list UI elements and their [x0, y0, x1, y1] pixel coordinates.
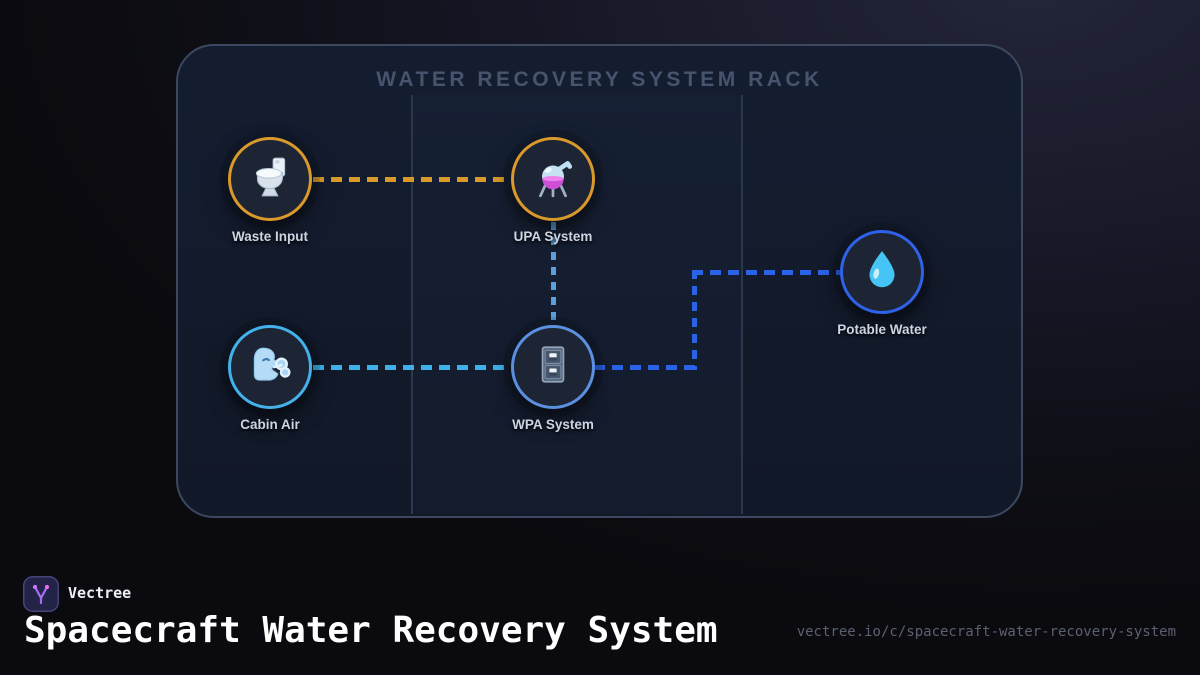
- edge-cabin-air-to-wpa: [313, 365, 511, 370]
- page-title: Spacecraft Water Recovery System: [24, 610, 718, 651]
- node-waste-input[interactable]: [228, 137, 312, 221]
- brand-name: Vectree: [68, 584, 132, 602]
- node-label-cabin-air: Cabin Air: [240, 417, 300, 432]
- rack-title: WATER RECOVERY SYSTEM RACK: [376, 68, 823, 91]
- node-label-potable-water: Potable Water: [837, 322, 927, 337]
- droplet-icon: [859, 247, 905, 298]
- edge-wpa-to-potable-segment-1: [594, 365, 697, 370]
- page-url-link[interactable]: vectree.io/c/spacecraft-water-recovery-s…: [796, 624, 1176, 640]
- alembic-icon: [530, 154, 576, 205]
- node-upa-system[interactable]: [511, 137, 595, 221]
- node-label-wpa-system: WPA System: [512, 417, 594, 432]
- node-wpa-system[interactable]: [511, 325, 595, 409]
- node-label-upa-system: UPA System: [513, 229, 593, 244]
- vectree-logo-icon: [23, 576, 59, 612]
- file-cabinet-icon: [530, 342, 576, 393]
- wind-face-icon: [247, 342, 293, 393]
- edge-waste-input-to-upa: [313, 177, 511, 182]
- node-cabin-air[interactable]: [228, 325, 312, 409]
- rack-divider-right: [741, 95, 743, 514]
- edge-wpa-to-potable-segment-2: [692, 270, 697, 370]
- node-label-waste-input: Waste Input: [232, 229, 308, 244]
- edge-wpa-to-potable-segment-3: [692, 270, 840, 275]
- toilet-icon: [247, 154, 293, 205]
- edge-upa-to-wpa: [551, 222, 556, 324]
- node-potable-water[interactable]: [840, 230, 924, 314]
- rack-divider-left: [411, 95, 413, 514]
